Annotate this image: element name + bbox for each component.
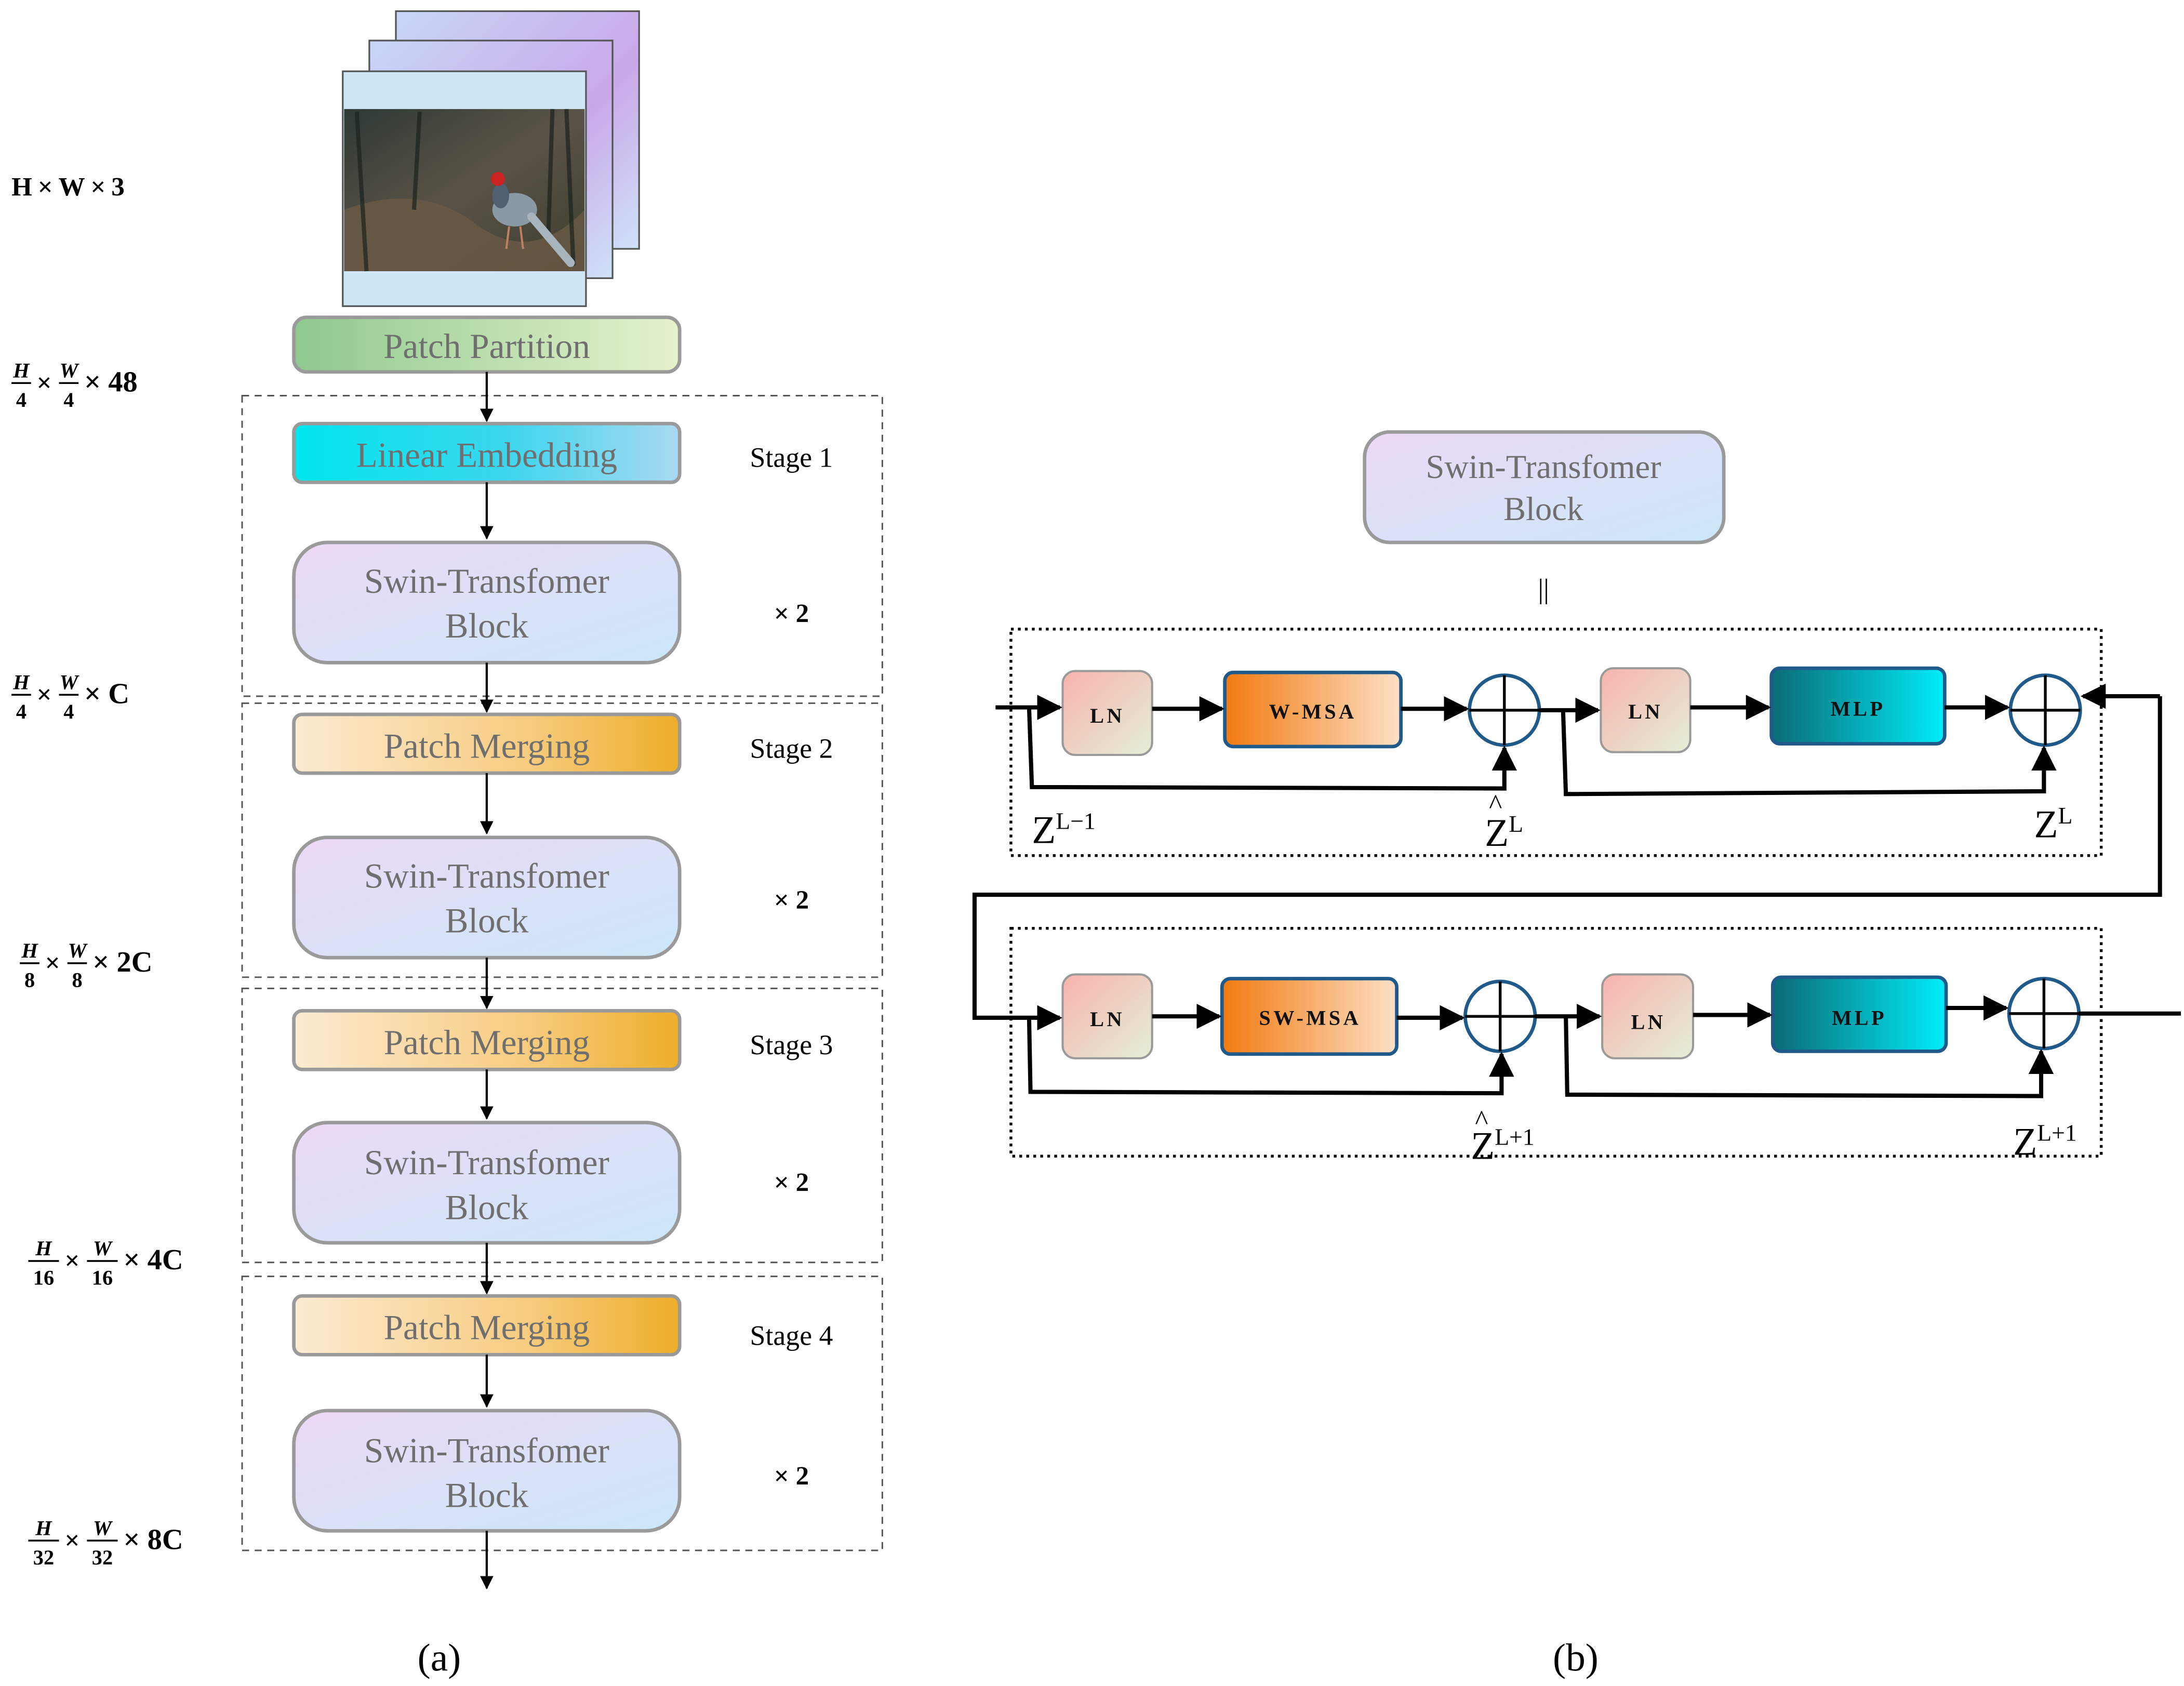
stage-4-repeat: × 2	[774, 1462, 809, 1491]
row2-ln1-label: LN	[1090, 1007, 1125, 1031]
row2-mlp-box	[1771, 975, 1948, 1053]
block-1-frame	[1009, 628, 2103, 857]
stage-4-swin-line1: Swin-Transfomer	[364, 1431, 609, 1470]
stage-4-label: Stage 4	[750, 1320, 833, 1351]
input-image-stack	[342, 10, 640, 307]
stage-2-label: Stage 2	[750, 733, 833, 764]
linear-embedding-label: Linear Embedding	[356, 436, 617, 475]
stage-2-repeat: × 2	[774, 885, 809, 915]
row2-swmsa-label: SW-MSA	[1259, 1006, 1361, 1029]
dim-after_stage1-suffix: × C	[84, 678, 129, 710]
patch-partition-label: Patch Partition	[383, 327, 590, 366]
dim-after_partition-times: ×	[37, 368, 52, 397]
row2-mlp-label: MLP	[1832, 1006, 1887, 1029]
stage-4-merge-label: Patch Merging	[384, 1308, 590, 1347]
caption-b: (b)	[1553, 1636, 1599, 1679]
stage-3-repeat: × 2	[774, 1167, 809, 1197]
dim-after_stage2-num2: W	[68, 939, 88, 962]
dim-after_partition-suffix: × 48	[84, 366, 138, 398]
stage-1-swin-line1: Swin-Transfomer	[364, 562, 609, 601]
row1-ln1-label: LN	[1090, 704, 1125, 727]
bird-head	[490, 171, 505, 186]
dim-after_stage1-den1: 4	[16, 700, 26, 723]
z-hat-l1-hat: ^	[1475, 1105, 1488, 1136]
swin-block-header-line2: Block	[1503, 490, 1584, 527]
dim-after_stage2-suffix: × 2C	[92, 946, 152, 978]
caption-a: (a)	[418, 1636, 461, 1679]
dim-after_partition-num2: W	[59, 359, 79, 382]
panel-b: Swin-Transfomer Block || LN W-MSA LN MLP…	[972, 430, 2181, 1679]
block-2-frame	[1009, 926, 2103, 1158]
z-hat-l1-label: ZL+1	[1471, 1124, 1535, 1168]
stage-2-swin-line2: Block	[445, 901, 529, 940]
dim-after_stage2-times: ×	[45, 948, 60, 978]
z-in-label: ZL−1	[1032, 808, 1096, 852]
row1-ln2-box	[1600, 667, 1692, 753]
dim-after_stage2-num1: H	[21, 939, 38, 962]
stage-4-frame	[241, 1276, 883, 1551]
equals-sign: ||	[1538, 574, 1549, 605]
stage-2-swin-line1: Swin-Transfomer	[364, 857, 609, 896]
dim-after_stage4-den2: 32	[92, 1546, 113, 1569]
dim-after_stage1-den2: 4	[63, 700, 74, 723]
dim-after_stage4-den1: 32	[33, 1546, 54, 1569]
dim-after_stage3-num1: H	[35, 1237, 52, 1260]
stage-3-swin-line1: Swin-Transfomer	[364, 1143, 609, 1182]
row2-add1-icon	[1463, 979, 1537, 1053]
swin-block-header	[1363, 430, 1726, 545]
row1-ln1-box	[1061, 670, 1153, 756]
stage-4-swin-line2: Block	[445, 1476, 529, 1515]
z-l1-label: ZL+1	[2013, 1120, 2077, 1164]
stage-3-merge-label: Patch Merging	[384, 1023, 590, 1062]
row1-add1-icon	[1468, 673, 1541, 747]
dim-after_partition-den2: 4	[63, 388, 74, 411]
row1-ln2-label: LN	[1628, 700, 1663, 723]
stage-3-label: Stage 3	[750, 1029, 833, 1060]
stage-2-merge-label: Patch Merging	[384, 726, 590, 765]
row2-add2-icon	[2007, 977, 2081, 1051]
panel-b-connectors	[972, 683, 2181, 1098]
svg-text:H×W×3: H×W×3	[11, 172, 125, 202]
dim-after_stage4-num1: H	[35, 1516, 52, 1539]
row1-add2-icon	[2008, 673, 2082, 747]
dim-after_stage3-times: ×	[64, 1246, 79, 1276]
bird-photo	[344, 109, 585, 272]
dim-after_stage3-suffix: × 4C	[123, 1244, 183, 1276]
dim-after_stage3-num2: W	[93, 1237, 113, 1260]
dim-after_stage1-num1: H	[12, 671, 30, 694]
stage-3-swin-line2: Block	[445, 1188, 529, 1227]
stage-1-swin-block	[292, 540, 682, 665]
row1-mlp-label: MLP	[1831, 697, 1886, 721]
stage-3-frame	[241, 987, 883, 1264]
stage-1-swin-line2: Block	[445, 606, 529, 645]
z-l-label: ZL	[2034, 802, 2073, 846]
row2-ln2-label: LN	[1631, 1010, 1666, 1033]
stage-1-label: Stage 1	[750, 442, 833, 473]
dim-after_stage1-num2: W	[59, 671, 79, 694]
dim-after_stage4-suffix: × 8C	[123, 1523, 183, 1556]
dim-after_partition-num1: H	[12, 359, 30, 382]
dim-after_stage4-num2: W	[93, 1516, 113, 1539]
dim-after_stage3-den1: 16	[33, 1266, 54, 1290]
stage-1-repeat: × 2	[774, 599, 809, 628]
swin-block-header-line1: Swin-Transfomer	[1426, 448, 1661, 485]
z-hat-l-label: ZL	[1485, 811, 1523, 855]
stage-2-frame	[241, 702, 883, 978]
dim-after_partition-den1: 4	[16, 388, 26, 411]
dim-after_stage4-times: ×	[64, 1525, 79, 1555]
dim-after_stage2-den2: 8	[72, 968, 82, 992]
panel-a: H×W×3 H 4 × W 4 × 48 H 4 × W 4 × C H 8 × W 8 × 2C H 16 × W 16 ×…	[11, 10, 883, 1679]
dim-after_stage3-den2: 16	[92, 1266, 113, 1290]
dim-after_stage2-den1: 8	[24, 968, 35, 992]
row1-wmsa-label: W-MSA	[1269, 700, 1357, 723]
stage-1-frame	[241, 394, 883, 697]
dim-after_stage1-times: ×	[37, 680, 52, 709]
dim-input: H×W×3	[11, 172, 125, 202]
z-hat-l-hat: ^	[1489, 789, 1502, 820]
